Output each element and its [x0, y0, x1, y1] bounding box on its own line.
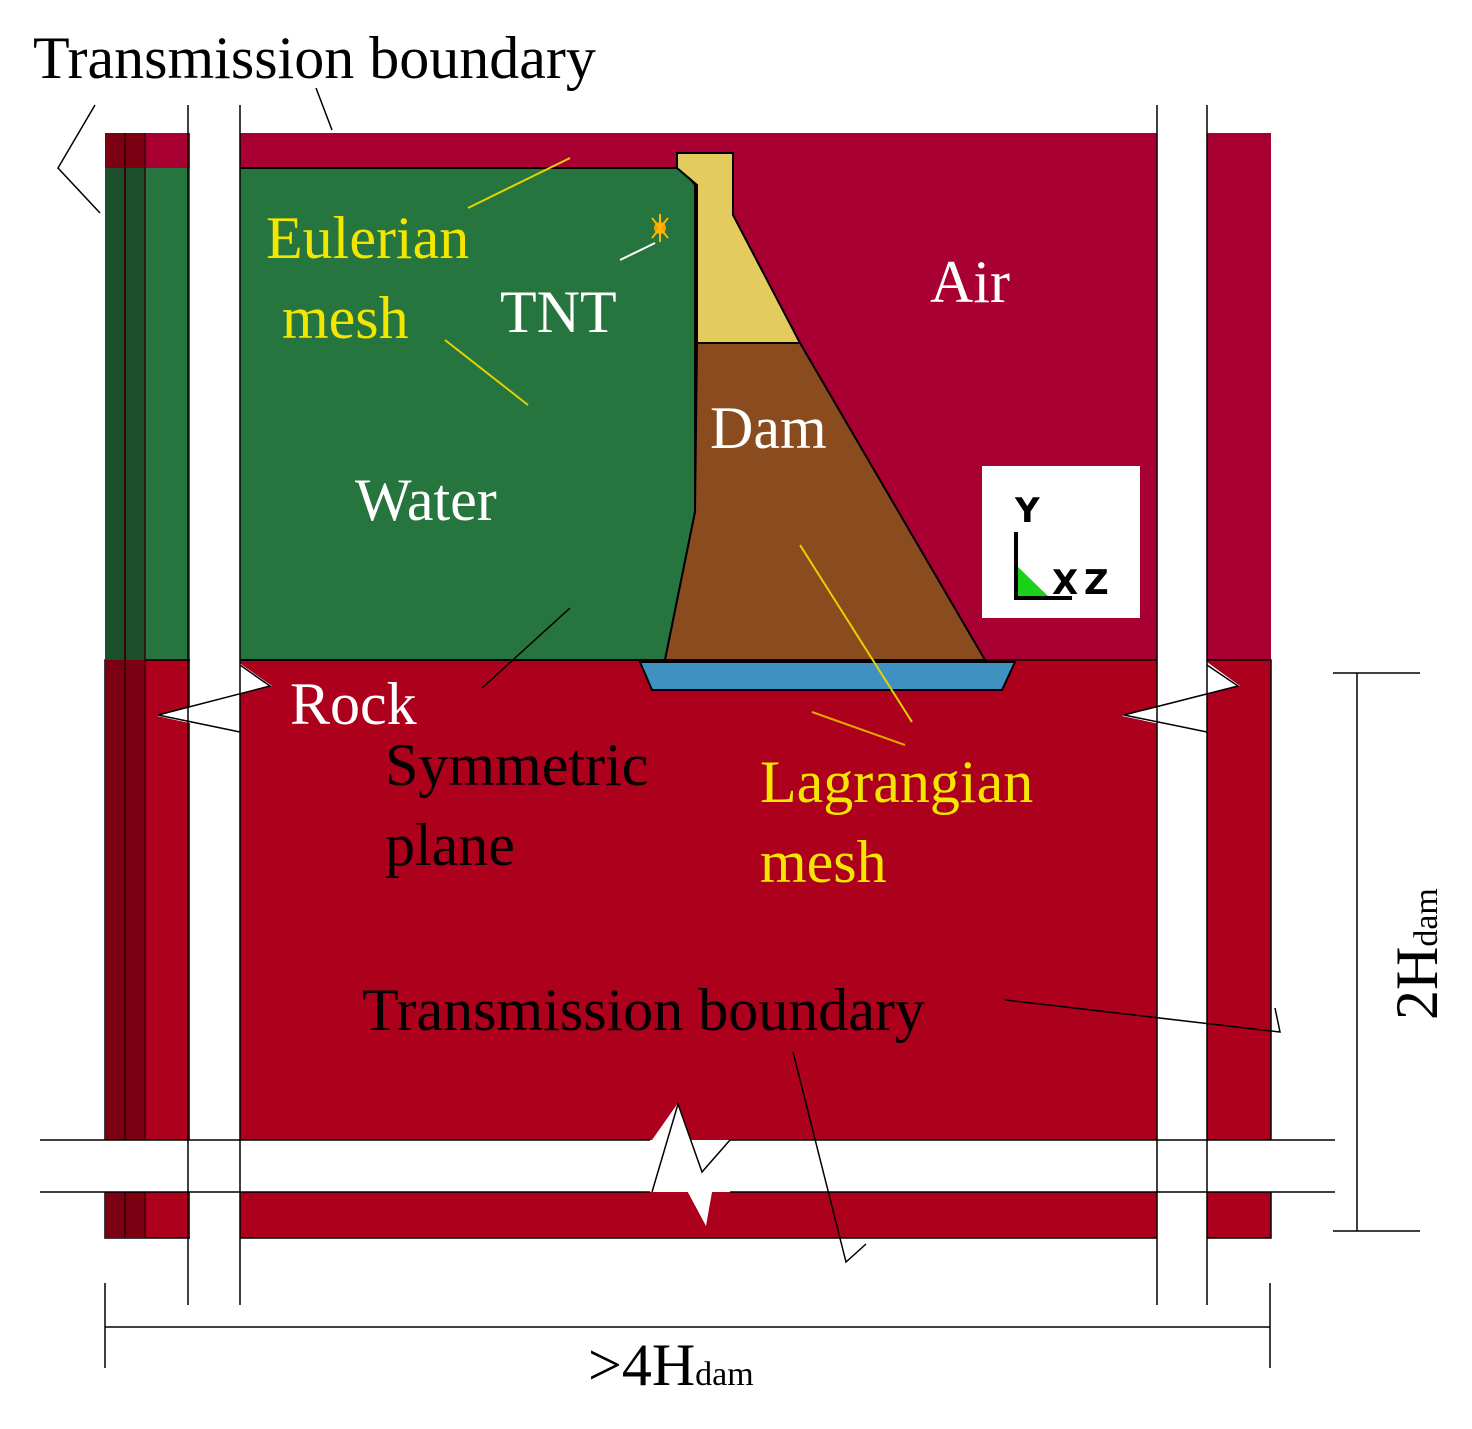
water-outline: [240, 167, 696, 661]
leader-eulerian-1: [467, 157, 571, 209]
leader-eulerian-2: [444, 339, 529, 406]
label-lagrangian-mesh: mesh: [760, 829, 887, 895]
label-rock: Rock: [290, 671, 417, 737]
break-zigzag-bottom-line: [651, 1101, 731, 1193]
dim-width-sub: dam: [695, 1356, 754, 1393]
leader-transmission-top-left: [57, 104, 101, 214]
label-water: Water: [355, 467, 497, 533]
label-air: Air: [930, 249, 1010, 315]
dim-height-sub: dam: [1408, 888, 1445, 947]
label-lagrangian: Lagrangian: [760, 749, 1033, 815]
label-transmission-boundary-top: Transmission boundary: [33, 25, 596, 91]
leader-transmission-bottom: [792, 1051, 867, 1264]
leader-symmetric: [481, 607, 571, 689]
axis-box: [982, 466, 1140, 618]
tnt-spark: [651, 214, 669, 242]
dim-width-label: >4Hdam: [588, 1332, 754, 1398]
dim-height-main: 2H: [1384, 947, 1450, 1020]
break-strip-right: [1157, 110, 1207, 1250]
label-eulerian-mesh: mesh: [282, 285, 409, 351]
break-zigzag-right-line: [1123, 664, 1240, 733]
label-tnt: TNT: [500, 279, 617, 345]
dim-height-label: 2Hdam: [1384, 888, 1450, 1020]
leader-lagrangian-2: [811, 711, 906, 746]
break-zigzag-left-line: [157, 664, 272, 733]
axis-indicator: [1016, 565, 1050, 598]
break-zigzag-left: [157, 662, 272, 734]
label-symmetric: Symmetric: [385, 732, 648, 798]
leader-tnt: [619, 242, 656, 261]
label-symmetric-plane: plane: [385, 812, 515, 878]
break-zigzag-bottom: [652, 1103, 730, 1226]
leader-transmission-bottom-right: [1004, 999, 1281, 1033]
label-dam: Dam: [710, 395, 827, 461]
label-transmission-boundary-bottom: Transmission boundary: [362, 977, 925, 1043]
axis-x-label: X: [1052, 563, 1078, 603]
axis-y-label: Y: [1014, 491, 1040, 531]
dam-body: [663, 342, 987, 661]
break-zigzag-right: [1122, 662, 1240, 734]
label-eulerian: Eulerian: [266, 205, 469, 271]
leader-lagrangian-1: [799, 544, 913, 723]
axis-z-label: Z: [1084, 563, 1109, 603]
leader-transmission-top: [315, 87, 333, 131]
break-strip-left: [190, 110, 240, 1250]
dam-foundation: [638, 661, 1017, 691]
dim-width-main: >4H: [588, 1332, 695, 1398]
